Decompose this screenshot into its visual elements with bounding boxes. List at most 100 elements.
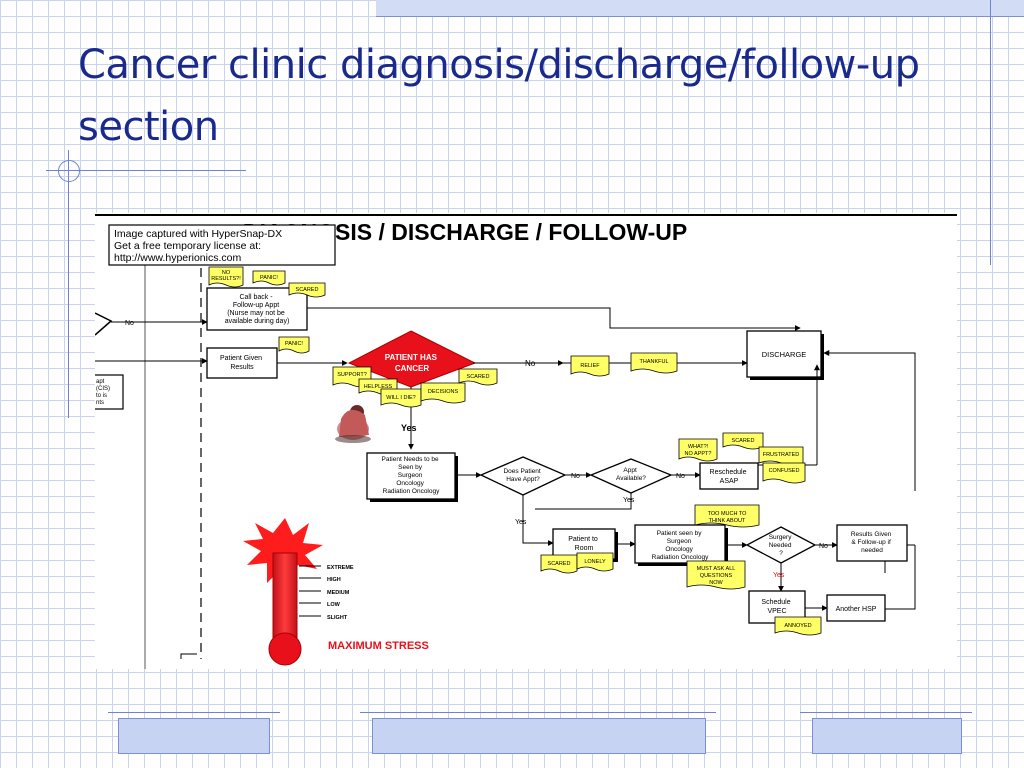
svg-text:NO: NO — [222, 270, 231, 276]
svg-text:CONFUSED: CONFUSED — [769, 468, 800, 474]
slide-title: Cancer clinic diagnosis/discharge/follow… — [78, 42, 920, 150]
stress-level-label: MEDIUM — [327, 590, 350, 596]
call-back-text-3: (Nurse may not be — [227, 310, 285, 317]
svg-text:Patient seen by Surgeon: Patient seen by Surgeon Oncology Radiati… — [652, 530, 709, 561]
note-thankful: THANKFUL — [630, 352, 678, 374]
svg-text:Results Given & Follow-u: Results Given & Follow-up if needed — [851, 531, 893, 554]
svg-text:SCARED: SCARED — [467, 374, 490, 380]
svg-text:Reschedule ASAP: Reschedule ASAP — [710, 469, 749, 485]
left-wedge-shape — [95, 312, 113, 336]
note-scared-cancer: SCARED — [458, 368, 498, 386]
svg-text:WHAT?!: WHAT?! — [688, 444, 709, 450]
svg-text:MUST ASK ALL: MUST ASK ALL — [697, 566, 736, 572]
svg-text:SCARED: SCARED — [732, 438, 755, 444]
hypersnap-watermark: Image captured with HyperSnap-DX Get a f… — [108, 224, 336, 266]
svg-text:TOO MUCH TO: TOO MUCH TO — [708, 511, 748, 517]
left-horizontal-rule — [46, 170, 246, 171]
left-vertical-rule — [68, 150, 69, 418]
svg-text:Does Patient Have Appt?: Does Patient Have Appt? — [503, 468, 542, 483]
svg-text:SUPPORT?: SUPPORT? — [337, 372, 367, 378]
note-will-i-die: WILL I DIE? — [380, 388, 422, 408]
stress-level-label: LOW — [327, 602, 341, 608]
flowchart-figure: DIAGNOSIS / DISCHARGE / FOLLOW-UP apt(CI… — [95, 213, 957, 669]
note-relief: RELIEF — [570, 355, 610, 377]
svg-text:RESULTS?!: RESULTS?! — [211, 276, 241, 282]
watermark-line-1: Image captured with HyperSnap-DX — [114, 228, 282, 240]
svg-text:THINK ABOUT: THINK ABOUT — [709, 518, 746, 524]
svg-text:Call back - Follow-up Ap: Call back - Follow-up Appt (Nurse may no… — [225, 294, 290, 325]
bottom-bar-left — [118, 718, 270, 754]
svg-text:PANIC!: PANIC! — [285, 341, 303, 347]
svg-text:Another HSP: Another HSP — [836, 606, 877, 613]
note-what-no-appt: WHAT?!NO APPT? — [678, 438, 718, 462]
decision-appt-available: Appt Available? — [589, 458, 673, 494]
svg-text:LONELY: LONELY — [584, 559, 606, 565]
svg-text:Patient to Room: Patient to Room — [568, 536, 600, 552]
note-scared-top: SCARED — [288, 282, 326, 298]
flow-label-no: No — [571, 473, 580, 480]
svg-text:DISCHARGE: DISCHARGE — [762, 350, 807, 359]
svg-text:Patient Needs to be Seen: Patient Needs to be Seen by Surgeon Onco… — [382, 456, 441, 495]
call-back-text-4: available during day) — [225, 318, 290, 325]
stress-thermometer: EXTREME HIGH MEDIUM LOW SLIGHT MAXIMUM S… — [243, 518, 429, 666]
note-panic-top: PANIC! — [252, 270, 286, 286]
bottom-rule-center — [360, 712, 716, 713]
flow-label-yes: Yes — [773, 572, 785, 579]
watermark-line-2: Get a free temporary license at: — [114, 240, 261, 252]
svg-text:Schedule VPEC: Schedule VPEC — [761, 599, 792, 615]
results-given-box: Results Given & Follow-up if needed — [836, 524, 908, 562]
discharge-box: DISCHARGE — [746, 330, 824, 380]
watermark-line-3: http://www.hyperionics.com — [114, 252, 241, 264]
note-scared-room: SCARED — [540, 554, 578, 574]
svg-text:Appt Available?: Appt Available? — [616, 467, 646, 482]
needs-seen-box: Patient Needs to be Seen by Surgeon Onco… — [366, 452, 458, 502]
decision-surgery-needed: Surgery Needed ? — [745, 526, 817, 564]
right-vertical-rule — [990, 0, 991, 265]
note-frustrated: FRUSTRATED — [758, 446, 804, 466]
note-lonely: LONELY — [576, 552, 614, 572]
flow-label-no: No — [125, 320, 134, 327]
note-decisions: DECISIONS — [420, 382, 466, 404]
svg-text:DECISIONS: DECISIONS — [428, 389, 459, 395]
svg-text:HELPLESS: HELPLESS — [364, 384, 393, 390]
top-right-accent-bar — [376, 0, 1024, 17]
call-back-text-1: Call back - — [239, 294, 273, 301]
flow-label-yes: Yes — [515, 519, 527, 526]
call-back-box: Call back - Follow-up Appt (Nurse may no… — [206, 287, 308, 331]
stress-level-label: EXTREME — [327, 565, 354, 571]
reschedule-box: Reschedule ASAP — [699, 462, 759, 490]
call-back-text-2: Follow-up Appt — [233, 302, 279, 309]
flow-label-no: No — [819, 543, 828, 550]
bottom-rule-left — [108, 712, 280, 713]
stress-caption: MAXIMUM STRESS — [328, 640, 429, 652]
note-panic-mid: PANIC! — [278, 336, 310, 354]
stress-level-label: HIGH — [327, 577, 341, 583]
flow-label-no: No — [676, 473, 685, 480]
svg-text:PANIC!: PANIC! — [260, 275, 278, 281]
svg-text:ANNOYED: ANNOYED — [784, 623, 811, 629]
flow-label-yes: Yes — [401, 423, 417, 433]
svg-text:NO APPT?: NO APPT? — [685, 451, 712, 457]
svg-text:PATIENT HAS CANCER: PATIENT HAS CANCER — [385, 353, 439, 373]
corner-circle-ornament — [58, 160, 80, 182]
svg-text:Surgery Needed ?: Surgery Needed ? — [769, 534, 794, 557]
another-hsp-box: Another HSP — [826, 594, 886, 622]
svg-text:THANKFUL: THANKFUL — [639, 359, 668, 365]
flow-label-yes: Yes — [623, 497, 635, 504]
svg-text:RELIEF: RELIEF — [580, 363, 600, 369]
svg-text:SCARED: SCARED — [548, 561, 571, 567]
patient-seen-box: Patient seen by Surgeon Oncology Radiati… — [634, 524, 728, 566]
svg-text:NOW: NOW — [709, 580, 723, 586]
svg-text:WILL I DIE?: WILL I DIE? — [386, 395, 415, 401]
svg-text:SCARED: SCARED — [296, 287, 319, 293]
note-confused: CONFUSED — [762, 462, 806, 484]
flow-label-no: No — [525, 359, 536, 368]
distressed-person-illustration — [335, 405, 371, 443]
bottom-bar-right — [812, 718, 962, 754]
svg-text:Patient Given Results: Patient Given Results — [220, 355, 264, 371]
